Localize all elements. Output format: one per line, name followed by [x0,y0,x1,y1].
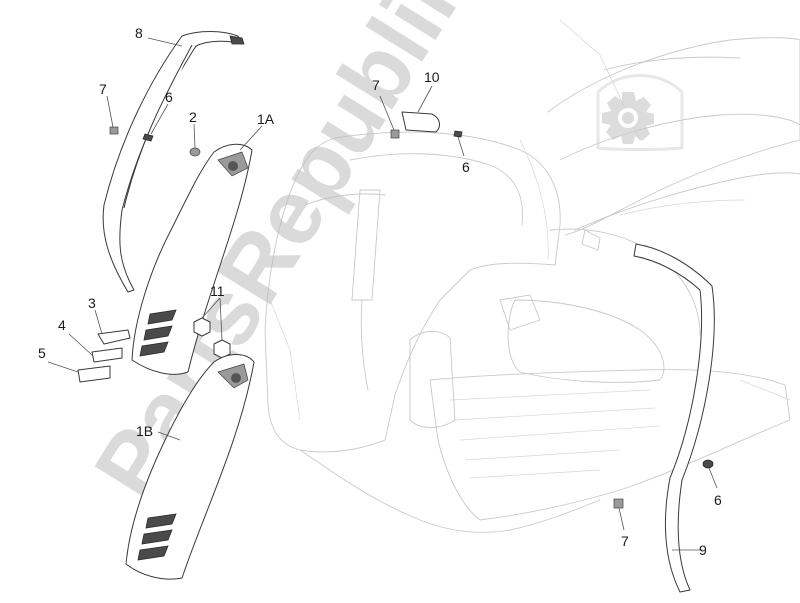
part-9-side-trim [633,243,715,593]
part-6-screw-c [702,459,714,469]
callout-6-c: 6 [714,492,722,508]
callout-7-c: 7 [621,533,629,549]
part-4-trim [91,347,123,363]
part-5-trim [77,365,111,383]
callout-4: 4 [58,317,66,333]
callout-7: 7 [99,81,107,97]
part-10-bracket [401,111,440,133]
callout-8: 8 [135,25,143,41]
part-1A-horn-cover [131,143,253,375]
callouts: 8 7 6 2 1A 3 4 5 11 1B 7 10 6 6 7 9 [38,25,722,558]
part-7-clip-b [390,129,400,139]
callout-1B: 1B [136,423,153,439]
leader-lines [47,37,718,551]
callout-6-b: 6 [462,159,470,175]
part-8-trim-strip [102,31,245,293]
part-3-trim [97,329,131,345]
part-2-fastener [189,147,201,157]
callout-3: 3 [88,295,96,311]
callout-11: 11 [210,283,225,299]
part-7-clip-a [109,126,119,135]
part-6-screw-b [453,130,463,138]
callout-5: 5 [38,345,46,361]
part-6-screw-a [142,133,154,142]
callout-1A: 1A [257,111,275,127]
callout-6: 6 [165,89,173,105]
callout-7-b: 7 [372,77,380,93]
callout-10: 10 [424,69,440,85]
part-11-nut-a [193,317,211,337]
callout-2: 2 [189,109,197,125]
part-7-clip-c [613,498,624,509]
part-1B-horn-cover [125,354,255,580]
callout-9: 9 [699,542,707,558]
gear-icon [602,92,654,144]
